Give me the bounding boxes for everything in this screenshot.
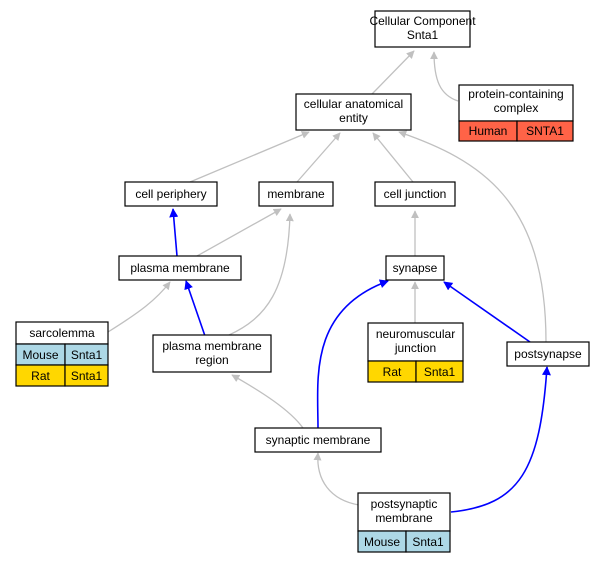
node-pmr-line2: region [195,353,228,367]
node-sarcolemma[interactable]: sarcolemma Mouse Snta1 Rat Snta1 [15,321,109,387]
gene-cell-human [516,120,574,142]
node-nmj-line2: junction [394,341,436,355]
node-cell-periphery-label: cell periphery [135,187,206,201]
node-pcc-line1: protein-containing [468,87,563,101]
node-postsynaptic-membrane[interactable]: postsynaptic membrane Mouse Snta1 [357,492,451,553]
species-label-human: Human [469,124,508,138]
node-membrane-label: membrane [267,187,325,201]
gene-label-rat: Snta1 [71,369,103,383]
species-label-mouse-psm: Mouse [364,535,400,549]
species-label-rat: Rat [31,369,50,383]
node-cellular-anatomical-entity[interactable]: cellular anatomical entity [295,93,412,131]
species-label-mouse: Mouse [22,348,58,362]
gene-label-human: SNTA1 [526,124,564,138]
node-sarcolemma-label: sarcolemma [29,326,95,340]
node-protein-containing-complex[interactable]: protein-containing complex Human SNTA1 [458,84,574,142]
edge-postsynapticmembrane-partof-postsynapse [450,366,551,513]
gene-label-mouse: Snta1 [71,348,103,362]
node-cellular-component-gene: Snta1 [407,28,439,42]
edge-synapticmembrane-to-pmregion [231,374,304,429]
gene-label-mouse-psm: Snta1 [412,535,444,549]
node-psm-line2: membrane [375,511,433,525]
species-label-rat-nmj: Rat [383,365,402,379]
node-pcc-line2: complex [494,101,539,115]
node-cell-periphery[interactable]: cell periphery [124,181,218,207]
node-synapse[interactable]: synapse [385,255,445,281]
edge-postsynapticmembrane-to-synapticmembrane [313,452,360,506]
edges [107,50,551,513]
node-cellular-component[interactable]: Cellular Component Snta1 [369,10,476,48]
gene-cell-mouse-psm [405,530,451,553]
edge-postsynapse-partof-synapse [443,281,531,343]
node-cell-junction[interactable]: cell junction [374,181,456,207]
node-synaptic-membrane[interactable]: synaptic membrane [254,427,382,453]
edge-pmregion-partof-plasmamembrane [184,280,206,337]
node-postsynapse[interactable]: postsynapse [506,341,590,367]
node-neuromuscular-junction[interactable]: neuromuscular junction Rat Snta1 [367,322,464,383]
node-pmr-line1: plasma membrane [162,339,262,353]
gene-cell-rat [64,364,109,387]
node-cell-junction-label: cell junction [384,187,447,201]
node-psm-line1: postsynaptic [371,497,438,511]
edge-cae-to-cc [371,50,415,95]
node-membrane[interactable]: membrane [258,181,334,207]
edge-pmregion-to-membrane [228,213,294,336]
node-nmj-line1: neuromuscular [376,327,455,341]
edge-sarcolemma-to-plasmamembrane [107,281,171,333]
node-cellular-component-title: Cellular Component [369,14,476,28]
node-synaptic-membrane-label: synaptic membrane [266,433,371,447]
node-plasma-membrane-region[interactable]: plasma membrane region [152,334,272,373]
edge-membrane-to-cae [296,132,341,183]
gene-cell-rat-nmj [415,360,464,383]
edge-plasmamembrane-partof-cellperiphery [169,208,179,257]
gene-label-rat-nmj: Snta1 [424,365,456,379]
edge-postsynapse-to-cae [398,130,547,343]
node-cae-line2: entity [339,111,368,125]
node-synapse-label: synapse [393,261,438,275]
node-plasma-membrane-label: plasma membrane [130,261,230,275]
node-cae-line1: cellular anatomical [304,97,403,111]
edge-synapticmembrane-partof-synapse [316,279,389,429]
node-postsynapse-label: postsynapse [514,347,582,361]
node-plasma-membrane[interactable]: plasma membrane [118,255,242,281]
edge-cellperiphery-to-cae [189,131,310,183]
edge-plasmamembrane-to-membrane [196,208,282,257]
edge-pcc-to-cc [430,51,459,102]
edge-celljunction-to-cae [372,132,414,183]
